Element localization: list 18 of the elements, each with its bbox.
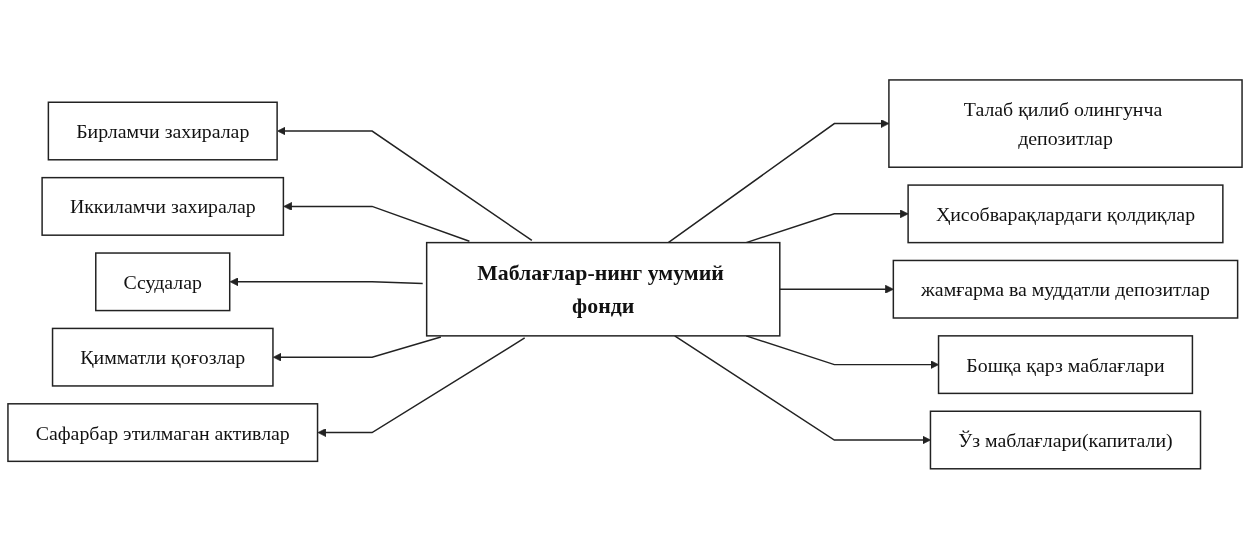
- node-box: Ссудалар: [95, 252, 231, 312]
- arrow: [673, 335, 931, 445]
- node-box: Сафарбар этилмаган активлар: [7, 403, 319, 463]
- node-box: Бошқа қарз маблағлари: [937, 335, 1194, 395]
- node-box: Талаб қилиб олингунча депозитлар: [888, 79, 1243, 169]
- arrow: [272, 336, 442, 362]
- node-box: Маблағлар-нинг умумий фонди: [425, 242, 781, 337]
- arrow: [277, 126, 533, 242]
- node-box: Ўз маблағлари(капитали): [929, 410, 1202, 470]
- node-box: жамғарма ва муддатли депозитлар: [892, 259, 1239, 319]
- arrow: [283, 202, 471, 243]
- arrow: [779, 285, 894, 294]
- node-box: Бирламчи захиралар: [47, 101, 278, 161]
- arrow: [229, 277, 424, 287]
- node-box: Қимматли қоғозлар: [51, 327, 274, 387]
- arrow: [317, 337, 526, 438]
- node-box: Ҳисобварақлардаги қолдиқлар: [907, 184, 1224, 244]
- node-box: Иккиламчи захиралар: [41, 177, 285, 237]
